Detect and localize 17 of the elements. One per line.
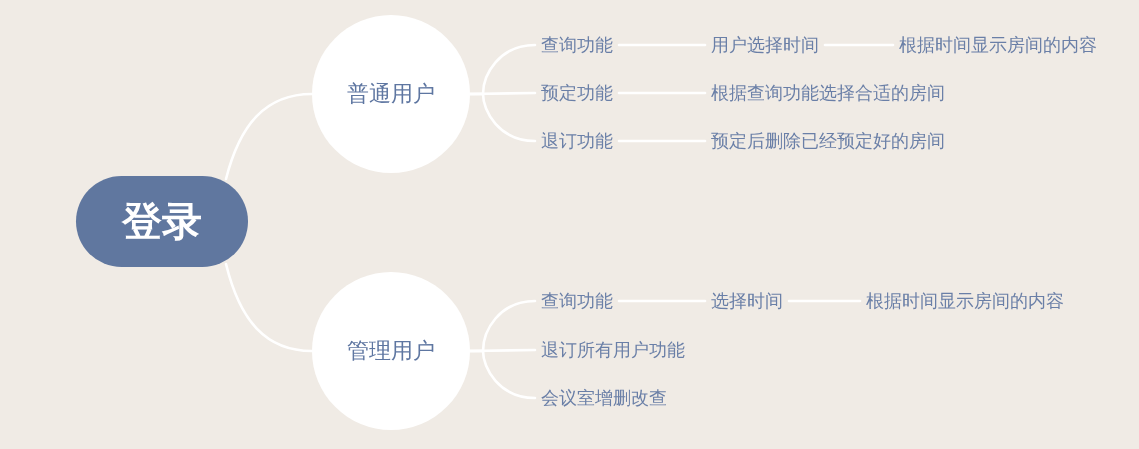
subtopic-label: 选择时间: [705, 288, 789, 314]
subtopic-label: 根据时间显示房间的内容: [893, 32, 1103, 58]
subtopic-label: 预定功能: [535, 80, 619, 106]
main-topic-circle: 普通用户: [312, 15, 470, 173]
subtopic-label: 预定后删除已经预定好的房间: [705, 128, 951, 154]
connector-line: [224, 262, 314, 353]
subtopic-label: 查询功能: [535, 32, 619, 58]
subtopic-label: 查询功能: [535, 288, 619, 314]
subtopic-label: 用户选择时间: [705, 32, 825, 58]
subtopic-label: 退订所有用户功能: [535, 337, 691, 363]
main-topic-circle: 管理用户: [312, 272, 470, 430]
connector-line: [224, 92, 314, 181]
subtopic-label: 根据时间显示房间的内容: [860, 288, 1070, 314]
subtopic-label: 会议室增删改查: [535, 385, 673, 411]
subtopic-label: 根据查询功能选择合适的房间: [705, 80, 951, 106]
subtopic-label: 退订功能: [535, 128, 619, 154]
root-topic: 登录: [76, 176, 248, 267]
